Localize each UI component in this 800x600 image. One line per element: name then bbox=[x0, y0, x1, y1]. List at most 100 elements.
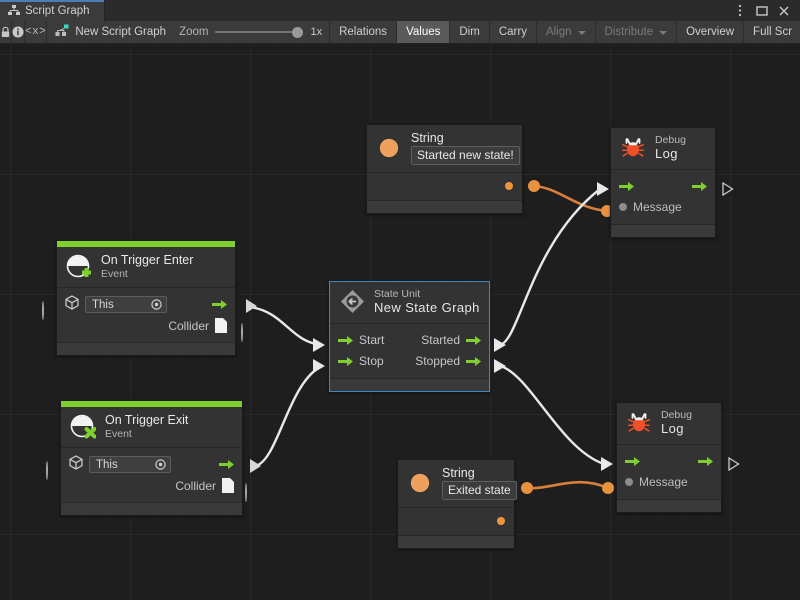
maximize-icon[interactable] bbox=[755, 4, 768, 17]
target-dropdown-enter[interactable]: This bbox=[85, 296, 167, 314]
zoom-slider-knob[interactable] bbox=[292, 26, 304, 38]
node-debug-log-top[interactable]: Debug Log Message bbox=[610, 127, 716, 238]
toolbar-button-carry[interactable]: Carry bbox=[488, 21, 536, 43]
lock-icon[interactable] bbox=[0, 21, 12, 43]
toolbar-button-values[interactable]: Values bbox=[396, 21, 450, 43]
port-message-in[interactable] bbox=[619, 203, 627, 212]
port-flow-out[interactable] bbox=[692, 181, 707, 192]
node-debug-log-bottom[interactable]: Debug Log Message bbox=[616, 402, 722, 513]
target-picker-icon[interactable] bbox=[155, 459, 166, 470]
port-handle-collider-out-enter[interactable] bbox=[241, 323, 243, 342]
port-row-collider: Collider bbox=[57, 315, 235, 336]
edge-string-bottom-to-message bbox=[526, 480, 609, 490]
node-state-unit[interactable]: State Unit New State Graph Start Started bbox=[329, 281, 490, 392]
toolbar-button-overview[interactable]: Overview bbox=[676, 21, 743, 43]
port-arrow-stopped-out[interactable] bbox=[494, 359, 507, 378]
port-handle-flow-out-enter[interactable] bbox=[246, 299, 258, 318]
port-handle-target-in-enter[interactable] bbox=[42, 301, 44, 320]
port-label-collider: Collider bbox=[168, 318, 209, 333]
graph-name-field[interactable]: New Script Graph bbox=[47, 21, 176, 43]
gameobject-icon bbox=[69, 454, 83, 475]
port-label-started: Started bbox=[421, 333, 460, 348]
target-picker-icon[interactable] bbox=[151, 299, 162, 310]
port-row-flow bbox=[611, 176, 715, 197]
port-handle-target-in-exit[interactable] bbox=[46, 461, 48, 480]
more-options-icon[interactable] bbox=[733, 4, 746, 17]
toolbar-button-label: Values bbox=[406, 26, 441, 38]
port-label-start: Start bbox=[359, 333, 385, 348]
port-arrow-debug-bottom-in[interactable] bbox=[601, 457, 614, 476]
target-dropdown-exit[interactable]: This bbox=[89, 456, 171, 474]
collider-doc-icon[interactable] bbox=[215, 318, 227, 334]
node-title: Debug bbox=[661, 409, 692, 421]
node-on-trigger-exit[interactable]: On Trigger Exit Event This bbox=[60, 400, 243, 517]
port-arrow-start-in[interactable] bbox=[313, 338, 326, 357]
port-handle-debug-bottom-out[interactable] bbox=[728, 456, 740, 476]
node-on-trigger-enter[interactable]: On Trigger Enter Event This bbox=[56, 240, 236, 357]
target-value: This bbox=[96, 458, 118, 471]
port-handle-collider-out-exit[interactable] bbox=[245, 483, 247, 502]
port-handle-debug-top-out[interactable] bbox=[722, 181, 734, 201]
port-row-target: This bbox=[61, 454, 242, 475]
code-view-button[interactable]: <x> bbox=[25, 21, 48, 43]
bug-icon bbox=[626, 410, 652, 436]
edge-handle-out bbox=[521, 482, 533, 494]
port-row-message: Message bbox=[617, 472, 721, 493]
port-flow-in[interactable] bbox=[619, 181, 634, 192]
edge-handle-out bbox=[528, 180, 540, 192]
port-flow-out-enter[interactable] bbox=[212, 299, 227, 310]
node-header: String Exited state bbox=[398, 460, 517, 507]
node-string-top[interactable]: String Started new state! bbox=[366, 124, 523, 214]
close-icon[interactable] bbox=[777, 4, 790, 17]
port-handle-flow-out-exit[interactable] bbox=[250, 459, 262, 478]
node-footer bbox=[398, 534, 514, 548]
port-flow-in-start[interactable] bbox=[338, 335, 353, 346]
toolbar-button-distribute[interactable]: Distribute bbox=[594, 21, 677, 43]
port-flow-out-exit[interactable] bbox=[219, 459, 234, 470]
zoom-slider[interactable] bbox=[215, 26, 304, 38]
string-value-field[interactable]: Started new state! bbox=[411, 145, 520, 165]
toolbar-button-fullscreen[interactable]: Full Scr bbox=[743, 21, 800, 43]
node-header: On Trigger Exit Event bbox=[61, 407, 242, 447]
port-arrow-debug-top-in[interactable] bbox=[597, 182, 610, 201]
node-subtitle: Event bbox=[101, 267, 128, 280]
info-icon[interactable] bbox=[12, 21, 25, 43]
node-body: Message bbox=[611, 168, 715, 224]
node-title: On Trigger Exit bbox=[105, 413, 189, 427]
toolbar-button-dim[interactable]: Dim bbox=[449, 21, 488, 43]
node-title: String bbox=[411, 131, 444, 145]
string-value-field[interactable]: Exited state bbox=[442, 480, 517, 500]
edge-trigger-exit-to-stop bbox=[254, 364, 323, 468]
port-arrow-started-out[interactable] bbox=[494, 338, 507, 357]
toolbar-button-relations[interactable]: Relations bbox=[329, 21, 396, 43]
port-value-out[interactable] bbox=[497, 517, 505, 526]
node-body: This bbox=[61, 447, 242, 502]
port-flow-out-stopped[interactable] bbox=[466, 356, 481, 367]
node-footer bbox=[61, 502, 242, 516]
gameobject-icon bbox=[65, 294, 79, 315]
node-footer bbox=[367, 199, 522, 213]
port-flow-out-started[interactable] bbox=[466, 335, 481, 346]
port-label-collider: Collider bbox=[175, 478, 216, 493]
port-flow-in[interactable] bbox=[625, 456, 640, 467]
toolbar-button-label: Carry bbox=[498, 26, 527, 38]
port-flow-in-stop[interactable] bbox=[338, 356, 353, 367]
toolbar-button-align[interactable]: Align bbox=[535, 21, 595, 43]
port-row-target: This bbox=[57, 294, 235, 315]
tab-script-graph[interactable]: Script Graph bbox=[0, 0, 105, 21]
port-value-out[interactable] bbox=[505, 182, 513, 191]
node-body: Message bbox=[617, 443, 721, 499]
port-message-in[interactable] bbox=[625, 478, 633, 487]
collider-doc-icon[interactable] bbox=[222, 478, 234, 494]
port-flow-out[interactable] bbox=[698, 456, 713, 467]
port-arrow-stop-in[interactable] bbox=[313, 359, 326, 378]
node-string-bottom[interactable]: String Exited state bbox=[397, 459, 517, 549]
graph-canvas[interactable]: String Started new state! bbox=[0, 44, 800, 600]
toolbar-button-label: Dim bbox=[459, 26, 480, 38]
node-header: Debug Log bbox=[611, 128, 715, 169]
node-subtitle: Log bbox=[655, 146, 678, 162]
window-tab-strip: Script Graph bbox=[0, 0, 800, 21]
node-body: This bbox=[57, 287, 235, 342]
edge-trigger-enter-to-start bbox=[249, 305, 323, 347]
graph-toolbar: <x> New Script Graph Zoom 1x Relations bbox=[0, 21, 800, 44]
